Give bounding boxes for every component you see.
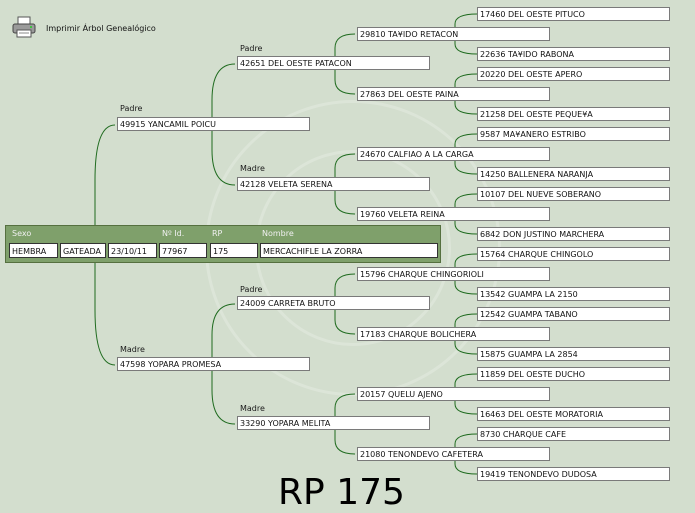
- paternal-grandsire-box[interactable]: 42651 DEL OESTE PATACON: [237, 56, 430, 70]
- gen4-box[interactable]: 15875 GUAMPA LA 2854: [477, 347, 670, 361]
- madre-label: Madre: [120, 345, 145, 354]
- rp-header: RP: [212, 229, 223, 238]
- gen3-box[interactable]: 21080 TENONDEVO CAFETERA: [357, 447, 550, 461]
- birth-date-field: 23/10/11: [108, 243, 157, 258]
- gen3-box[interactable]: 15796 CHARQUE CHINGORIOLI: [357, 267, 550, 281]
- gen4-box[interactable]: 11859 DEL OESTE DUCHO: [477, 367, 670, 381]
- gen3-box[interactable]: 20157 QUELU AJENO: [357, 387, 550, 401]
- id-header: Nº Id.: [162, 229, 185, 238]
- gen3-box[interactable]: 24670 CALFIAO A LA CARGA: [357, 147, 550, 161]
- gen4-box[interactable]: 12542 GUAMPA TABANO: [477, 307, 670, 321]
- pelaje-field: GATEADA: [60, 243, 106, 258]
- gen4-box[interactable]: 22636 TA¥IDO RABONA: [477, 47, 670, 61]
- padre-label: Padre: [240, 44, 263, 53]
- gen4-box[interactable]: 20220 DEL OESTE APERO: [477, 67, 670, 81]
- madre-label: Madre: [240, 404, 265, 413]
- maternal-grandsire-box[interactable]: 24009 CARRETA BRUTO: [237, 296, 430, 310]
- page-title: RP 175: [278, 472, 405, 513]
- print-pedigree-button[interactable]: Imprimir Árbol Genealógico: [46, 24, 156, 33]
- gen4-box[interactable]: 17460 DEL OESTE PITUCO: [477, 7, 670, 21]
- id-field: 77967: [159, 243, 207, 258]
- paternal-granddam-box[interactable]: 42128 VELETA SERENA: [237, 177, 430, 191]
- gen3-box[interactable]: 29810 TA¥IDO RETACON: [357, 27, 550, 41]
- sexo-header: Sexo: [12, 229, 32, 238]
- rp-field: 175: [210, 243, 258, 258]
- gen4-box[interactable]: 16463 DEL OESTE MORATORIA: [477, 407, 670, 421]
- nombre-field: MERCACHIFLE LA ZORRA: [260, 243, 438, 258]
- dam-box[interactable]: 47598 YOPARA PROMESA: [117, 357, 310, 371]
- gen4-box[interactable]: 8730 CHARQUE CAFE: [477, 427, 670, 441]
- gen4-box[interactable]: 15764 CHARQUE CHINGOLO: [477, 247, 670, 261]
- gen4-box[interactable]: 6842 DON JUSTINO MARCHERA: [477, 227, 670, 241]
- gen4-box[interactable]: 14250 BALLENERA NARANJA: [477, 167, 670, 181]
- gen4-box[interactable]: 21258 DEL OESTE PEQUE¥A: [477, 107, 670, 121]
- sire-box[interactable]: 49915 YANCAMIL POICU: [117, 117, 310, 131]
- sexo-field: HEMBRA: [9, 243, 58, 258]
- gen3-box[interactable]: 27863 DEL OESTE PAINA: [357, 87, 550, 101]
- printer-icon[interactable]: [12, 16, 36, 38]
- gen3-box[interactable]: 19760 VELETA REINA: [357, 207, 550, 221]
- root-animal-panel: Sexo Nº Id. RP Nombre HEMBRA GATEADA 23/…: [5, 225, 441, 263]
- nombre-header: Nombre: [262, 229, 294, 238]
- madre-label: Madre: [240, 164, 265, 173]
- padre-label: Padre: [120, 104, 143, 113]
- maternal-granddam-box[interactable]: 33290 YOPARA MELITA: [237, 416, 430, 430]
- gen3-box[interactable]: 17183 CHARQUE BOLICHERA: [357, 327, 550, 341]
- padre-label: Padre: [240, 285, 263, 294]
- gen4-box[interactable]: 10107 DEL NUEVE SOBERANO: [477, 187, 670, 201]
- gen4-box[interactable]: 19419 TENONDEVO DUDOSA: [477, 467, 670, 481]
- gen4-box[interactable]: 9587 MA¥ANERO ESTRIBO: [477, 127, 670, 141]
- gen4-box[interactable]: 13542 GUAMPA LA 2150: [477, 287, 670, 301]
